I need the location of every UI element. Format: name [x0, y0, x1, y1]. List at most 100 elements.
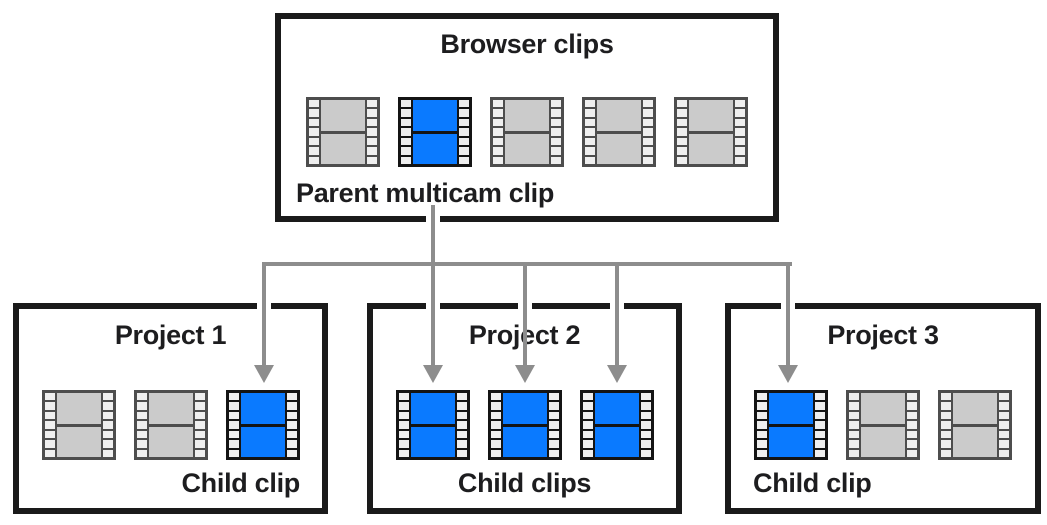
film-frame [953, 426, 997, 457]
sprocket-hole [585, 137, 595, 146]
film-frame [769, 426, 813, 457]
sprocket-hole [286, 449, 297, 457]
sprocket-hole [849, 393, 859, 401]
sprocket-hole [941, 402, 951, 410]
project-3-child-clip-label: Child clip [753, 468, 872, 498]
sprocket-hole [677, 100, 687, 108]
sprocket-hole [643, 109, 653, 117]
sprocket-hole [551, 137, 561, 146]
sprocket-hole [367, 100, 377, 108]
sprocket-hole [907, 440, 917, 448]
film-frame [148, 393, 193, 424]
film-frame [505, 100, 549, 131]
connector-line-to-project-1 [262, 262, 266, 367]
sprocket-hole [493, 147, 503, 155]
sprocket-hole [401, 137, 411, 146]
sprocket-hole [309, 109, 319, 117]
sprocket-hole [398, 449, 409, 457]
project-2-child-clips-label: Child clips [457, 468, 592, 498]
sprocket-hole [136, 430, 147, 439]
sprocket-hole [551, 156, 561, 164]
sprocket-hole [757, 421, 767, 429]
film-frames [410, 393, 455, 457]
sprocket-hole [398, 393, 409, 401]
film-frames [413, 100, 457, 164]
sprocket-hole [398, 402, 409, 410]
sprocket-hole [941, 393, 951, 401]
film-frame [56, 393, 101, 424]
sprocket-hole [548, 402, 559, 410]
film-frames [953, 393, 997, 457]
sprocket-hole [999, 449, 1009, 457]
sprocket-hole [228, 421, 239, 429]
sprocket-hole [367, 156, 377, 164]
sprocket-hole [459, 147, 469, 155]
sprocket-hole [102, 440, 113, 448]
sprocket-hole [309, 147, 319, 155]
sprocket-hole [815, 393, 825, 401]
film-frame [502, 426, 547, 457]
project-3-title: Project 3 [827, 320, 939, 350]
sprocket-hole [456, 449, 467, 457]
sprocket-hole [136, 421, 147, 429]
sprocket-hole [228, 393, 239, 401]
sprocket-hole [228, 402, 239, 410]
sprocket-hole [735, 109, 745, 117]
sprocket-hole [102, 411, 113, 420]
sprocket-hole [643, 147, 653, 155]
sprocket-hole [548, 393, 559, 401]
sprocket-hole [459, 100, 469, 108]
sprocket-hole [677, 147, 687, 155]
film-sprocket-column [941, 393, 951, 457]
film-frames [689, 100, 733, 164]
sprocket-hole [459, 156, 469, 164]
project-1-box: Project 1 Child clip [13, 303, 328, 514]
sprocket-hole [490, 411, 501, 420]
sprocket-hole [401, 100, 411, 108]
sprocket-hole [582, 449, 593, 457]
film-sprocket-column [677, 100, 687, 164]
down-arrow-icon [607, 365, 627, 383]
sprocket-hole [493, 128, 503, 136]
film-frames [769, 393, 813, 457]
project-1-child-clip-label: Child clip [181, 468, 300, 498]
sprocket-hole [194, 402, 205, 410]
sprocket-hole [757, 402, 767, 410]
sprocket-hole [735, 137, 745, 146]
sprocket-hole [459, 128, 469, 136]
project-3-clips-row [731, 390, 1035, 460]
sprocket-hole [907, 449, 917, 457]
film-frame [861, 393, 905, 424]
sprocket-hole [493, 100, 503, 108]
film-sprocket-column [401, 100, 411, 164]
film-sprocket-column [136, 393, 147, 457]
film-sprocket-column [815, 393, 825, 457]
sprocket-hole [941, 449, 951, 457]
sprocket-hole [999, 421, 1009, 429]
film-sprocket-column [194, 393, 205, 457]
film-clip-icon [133, 390, 208, 460]
sprocket-hole [398, 440, 409, 448]
sprocket-hole [286, 393, 297, 401]
sprocket-hole [286, 402, 297, 410]
sprocket-hole [490, 421, 501, 429]
sprocket-hole [849, 449, 859, 457]
sprocket-hole [309, 100, 319, 108]
sprocket-hole [228, 430, 239, 439]
sprocket-hole [757, 393, 767, 401]
film-sprocket-column [640, 393, 651, 457]
sprocket-hole [551, 128, 561, 136]
film-frames [502, 393, 547, 457]
film-frame [597, 100, 641, 131]
multicam-clip-icon [395, 390, 470, 460]
project-1-clips-row [19, 390, 322, 460]
film-frames [240, 393, 285, 457]
sprocket-hole [643, 137, 653, 146]
sprocket-hole [490, 440, 501, 448]
down-arrow-icon [254, 365, 274, 383]
sprocket-hole [286, 421, 297, 429]
film-clip-icon [306, 97, 380, 167]
sprocket-hole [44, 449, 55, 457]
film-sprocket-column [456, 393, 467, 457]
